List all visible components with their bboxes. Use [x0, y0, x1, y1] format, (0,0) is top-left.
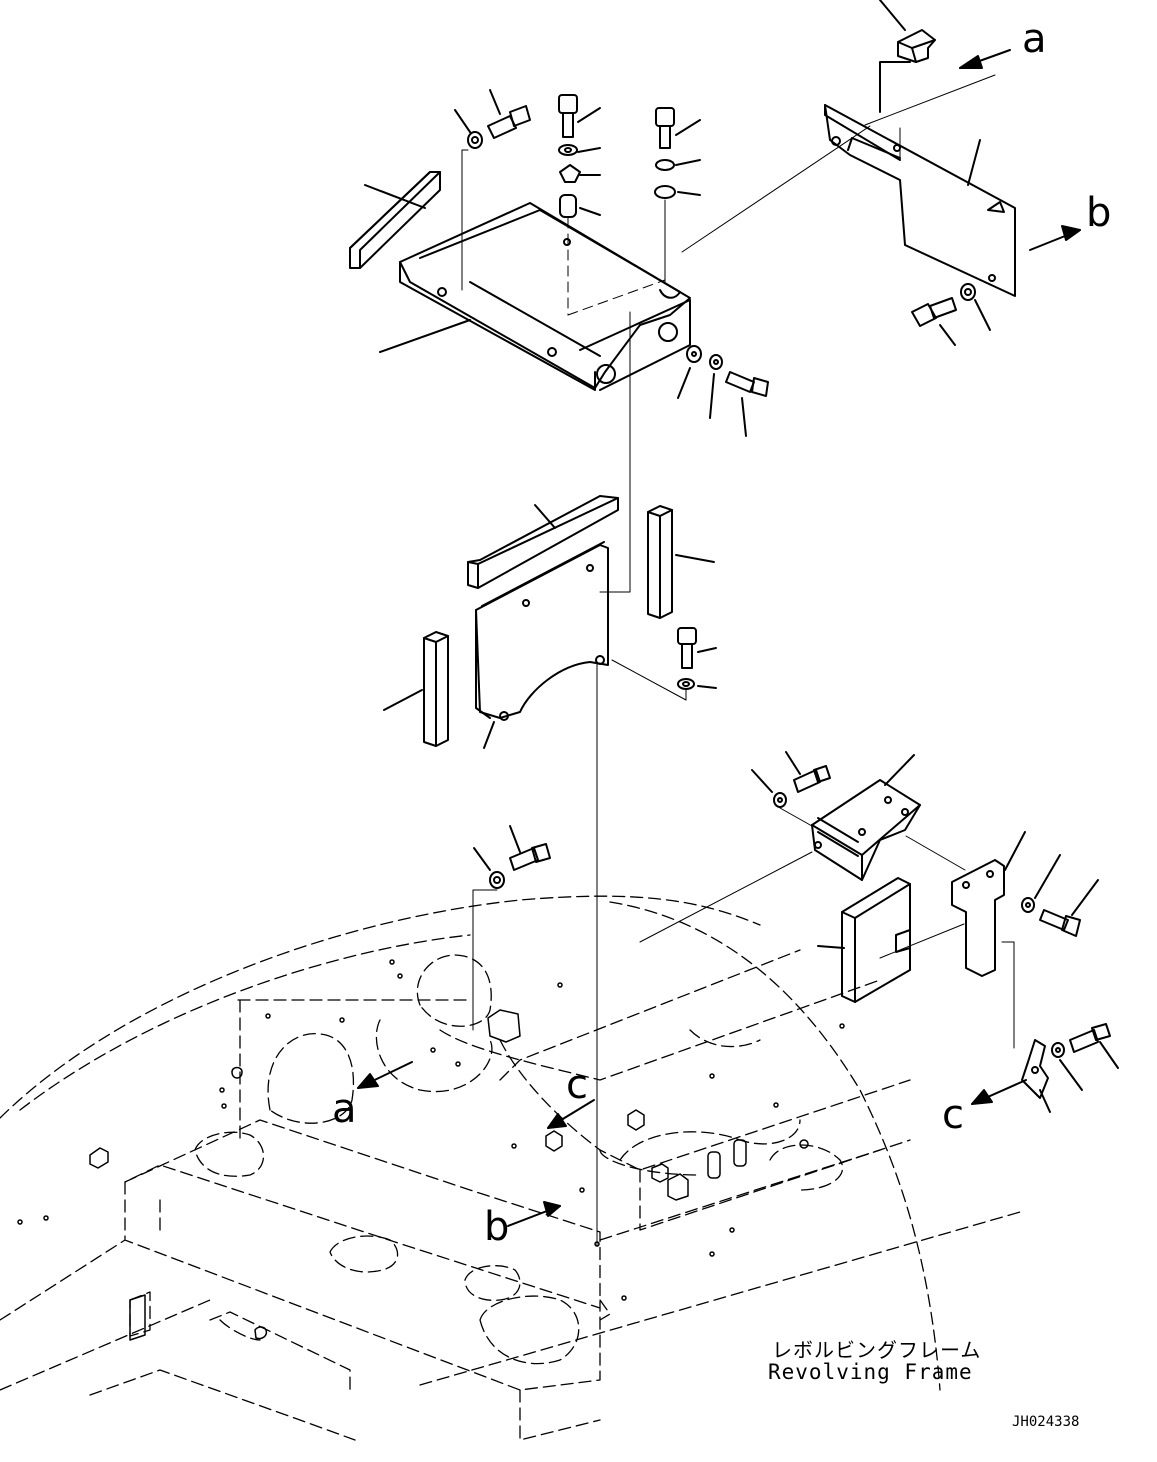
bolt-cover-right — [911, 297, 957, 327]
bolt-top-left — [487, 105, 531, 139]
washer-middle-right — [677, 678, 695, 690]
bolt-middle-right — [677, 627, 697, 669]
arrow-label-c-right: c — [942, 1092, 964, 1138]
arrow-label-b-frame: b — [484, 1204, 509, 1250]
rubber-block-right — [647, 505, 673, 619]
frame-label-japanese: レボルビングフレーム — [772, 1338, 982, 1362]
middle-bracket — [475, 541, 609, 721]
rubber-stopper-top-right — [897, 29, 936, 63]
frame-label-english: Revolving Frame — [768, 1360, 973, 1384]
arrow-c-frame — [547, 1099, 595, 1129]
arrow-b-right — [1029, 225, 1081, 251]
frame-hardware — [17, 959, 845, 1341]
arrow-a-top — [959, 49, 1011, 69]
small-bracket-lower-right — [951, 859, 1005, 977]
arrow-label-a-frame: a — [332, 1086, 357, 1132]
clip-top-center — [559, 164, 581, 183]
top-right-cover-plate — [824, 104, 1016, 297]
drawing-id: JH024338 — [1012, 1414, 1080, 1430]
arrow-b-frame — [507, 1201, 561, 1227]
washer-tray-right-a — [686, 345, 702, 363]
washer-top-left — [467, 131, 483, 149]
arrow-a-frame — [357, 1061, 413, 1089]
washer-top-center — [558, 144, 578, 156]
washer-clamp — [1051, 1042, 1065, 1058]
arrow-c-right — [971, 1079, 1027, 1105]
washer-frame-left — [489, 871, 505, 889]
washer-tray-right-b — [709, 354, 723, 370]
top-rubber-strip — [349, 171, 441, 269]
washer-lower-right-side — [1021, 897, 1035, 913]
arrow-label-b-right: b — [1086, 190, 1111, 236]
revolving-frame — [0, 895, 1021, 1441]
bolt-top-center — [558, 94, 578, 138]
arrow-label-a-top: a — [1022, 16, 1047, 62]
rubber-pad-lower-right — [841, 877, 911, 1003]
washer-lower-right-top — [773, 792, 787, 808]
clamp-lower-right — [1021, 1039, 1049, 1099]
bolt-clamp — [1069, 1023, 1111, 1053]
bolt-top-right — [655, 107, 675, 149]
rubber-block-left — [423, 631, 449, 747]
bolt-tray-right — [725, 371, 769, 397]
bolt-lower-right-top — [793, 765, 831, 793]
arrow-label-c-frame: c — [566, 1062, 588, 1108]
bolt-frame-left — [509, 843, 551, 871]
middle-rubber-strip — [467, 495, 619, 589]
washer-cover-right — [960, 283, 976, 301]
collar-top-center — [559, 194, 577, 218]
lower-right-bracket — [811, 779, 921, 881]
top-bracket-tray — [399, 202, 691, 391]
bolt-lower-right-side — [1039, 909, 1081, 937]
washer-top-right — [654, 159, 676, 199]
